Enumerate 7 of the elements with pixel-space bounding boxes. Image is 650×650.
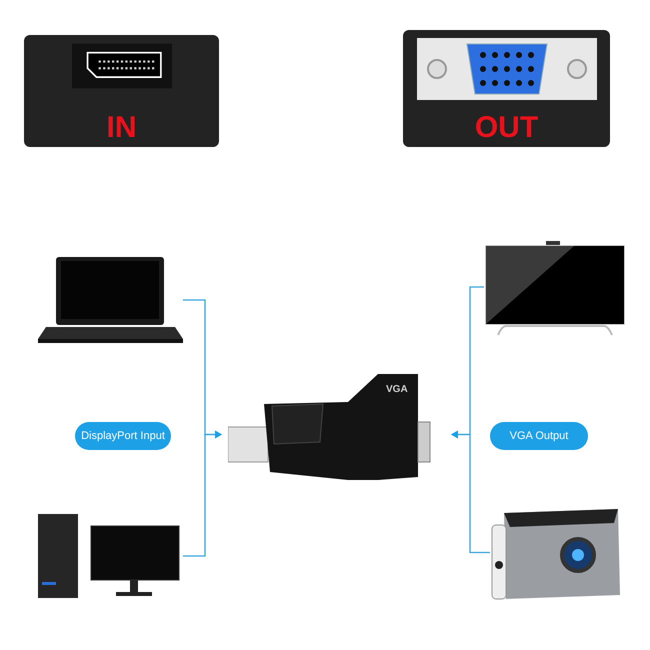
label-pill: VGA Output [490,422,588,450]
port-label: IN [106,113,136,143]
label-pill: DisplayPort Input [75,422,171,450]
connector-line [183,430,222,557]
connector-line [451,430,490,554]
printed-marking: VGA [386,383,408,397]
port-label: OUT [474,113,538,143]
